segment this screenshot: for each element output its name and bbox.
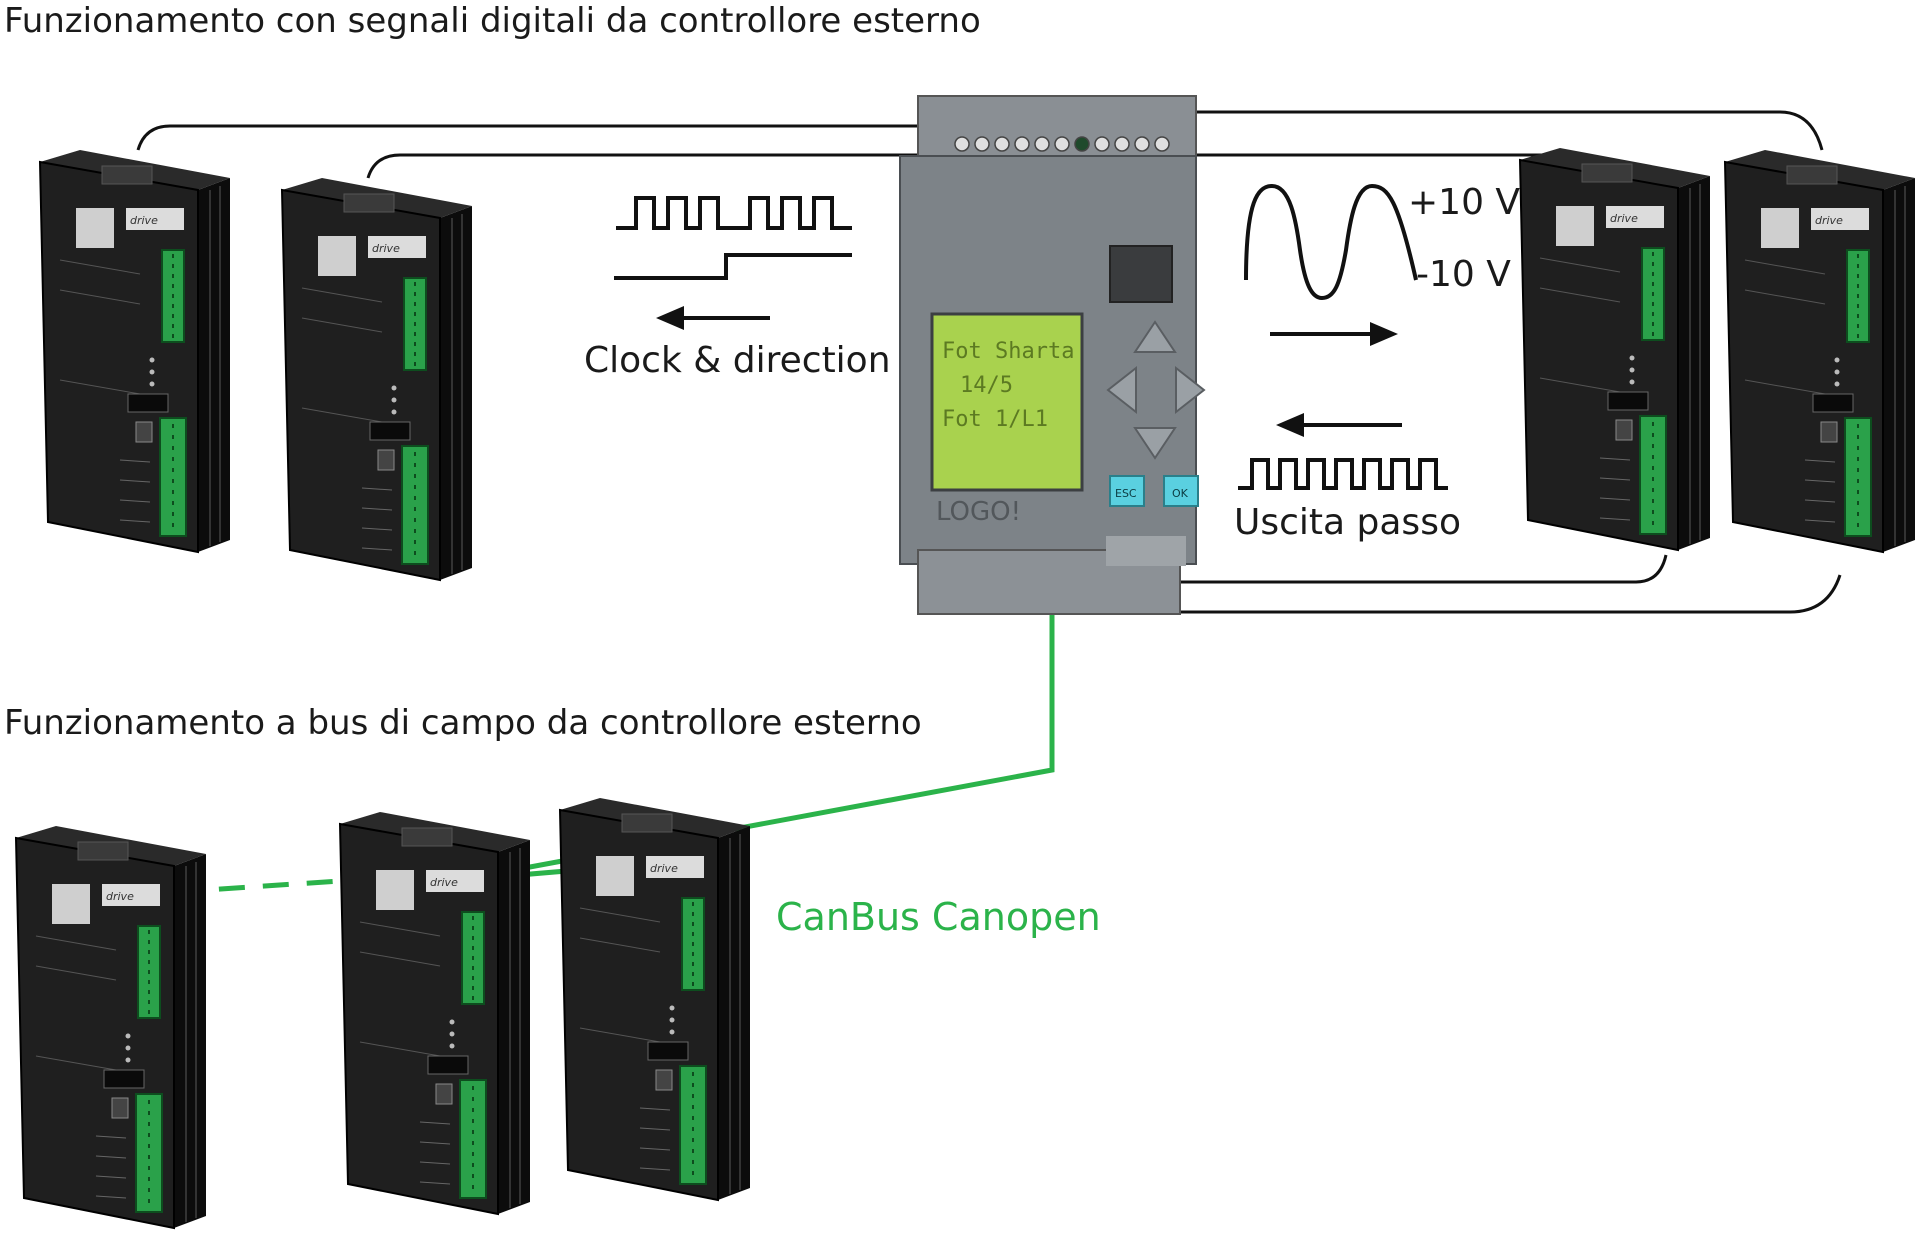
wire-right-top: [1195, 110, 1824, 151]
heading-digital-signals: Funzionamento con segnali digitali da co…: [4, 1, 981, 41]
sine-waveform: [1244, 183, 1418, 301]
clock-direction-signal: [614, 196, 852, 320]
ok-button[interactable]: [1163, 475, 1199, 507]
wire-right-bottom-outer: [1180, 574, 1842, 614]
label-canbus-canopen: CanBus Canopen: [776, 895, 1101, 939]
label-step-output: Uscita passo: [1234, 502, 1461, 543]
servo-drive-bottom-1: [15, 825, 207, 1229]
lcd-line-2: 14/5: [960, 373, 1013, 398]
lcd-line-3: Fot 1/L1: [942, 407, 1048, 432]
esc-button[interactable]: [1109, 475, 1145, 507]
servo-drive-top-right-1: [1519, 147, 1711, 551]
controller-lcd: [930, 312, 1084, 492]
servo-drive-bottom-2: [339, 811, 531, 1215]
wire-right-bottom-inner: [1180, 554, 1668, 584]
heading-fieldbus: Funzionamento a bus di campo da controll…: [4, 703, 922, 743]
analog-signal: [1244, 183, 1418, 336]
servo-drive-top-left-1: [39, 149, 231, 553]
esc-button-label: ESC: [1115, 487, 1137, 500]
step-pulse-waveform: [1238, 458, 1448, 490]
controller-label-plate: [1106, 536, 1186, 566]
plc-controller: Fot Sharta 14/5 Fot 1/L1 ESC OK LOGO!: [899, 95, 1206, 615]
direction-step-waveform: [614, 253, 852, 280]
servo-drive-top-left-2: [281, 177, 473, 581]
controller-brand: LOGO!: [936, 497, 1021, 527]
clock-arrow-left-icon: [656, 306, 684, 330]
label-plus-10v: +10 V: [1408, 182, 1520, 223]
lcd-line-1: Fot Sharta: [942, 339, 1074, 364]
controller-memory-slot: [1109, 245, 1173, 303]
servo-drive-bottom-3: [559, 797, 751, 1201]
nav-right-icon[interactable]: [1175, 365, 1206, 415]
label-clock-direction: Clock & direction: [584, 340, 891, 381]
nav-left-icon[interactable]: [1106, 365, 1137, 415]
analog-arrow-right-icon: [1370, 322, 1398, 346]
clock-pulse-waveform: [616, 196, 852, 230]
step-arrow-left-icon: [1276, 413, 1304, 437]
controller-terminal-screws: [954, 136, 1170, 152]
nav-up-icon[interactable]: [1133, 320, 1177, 353]
wire-left-outer: [136, 124, 925, 151]
nav-down-icon[interactable]: [1133, 427, 1177, 460]
servo-drive-top-right-2: [1724, 149, 1916, 553]
ok-button-label: OK: [1172, 487, 1189, 500]
canbus-trunk-line: [459, 612, 1055, 883]
label-minus-10v: -10 V: [1416, 254, 1511, 295]
wire-left-inner: [366, 153, 925, 179]
